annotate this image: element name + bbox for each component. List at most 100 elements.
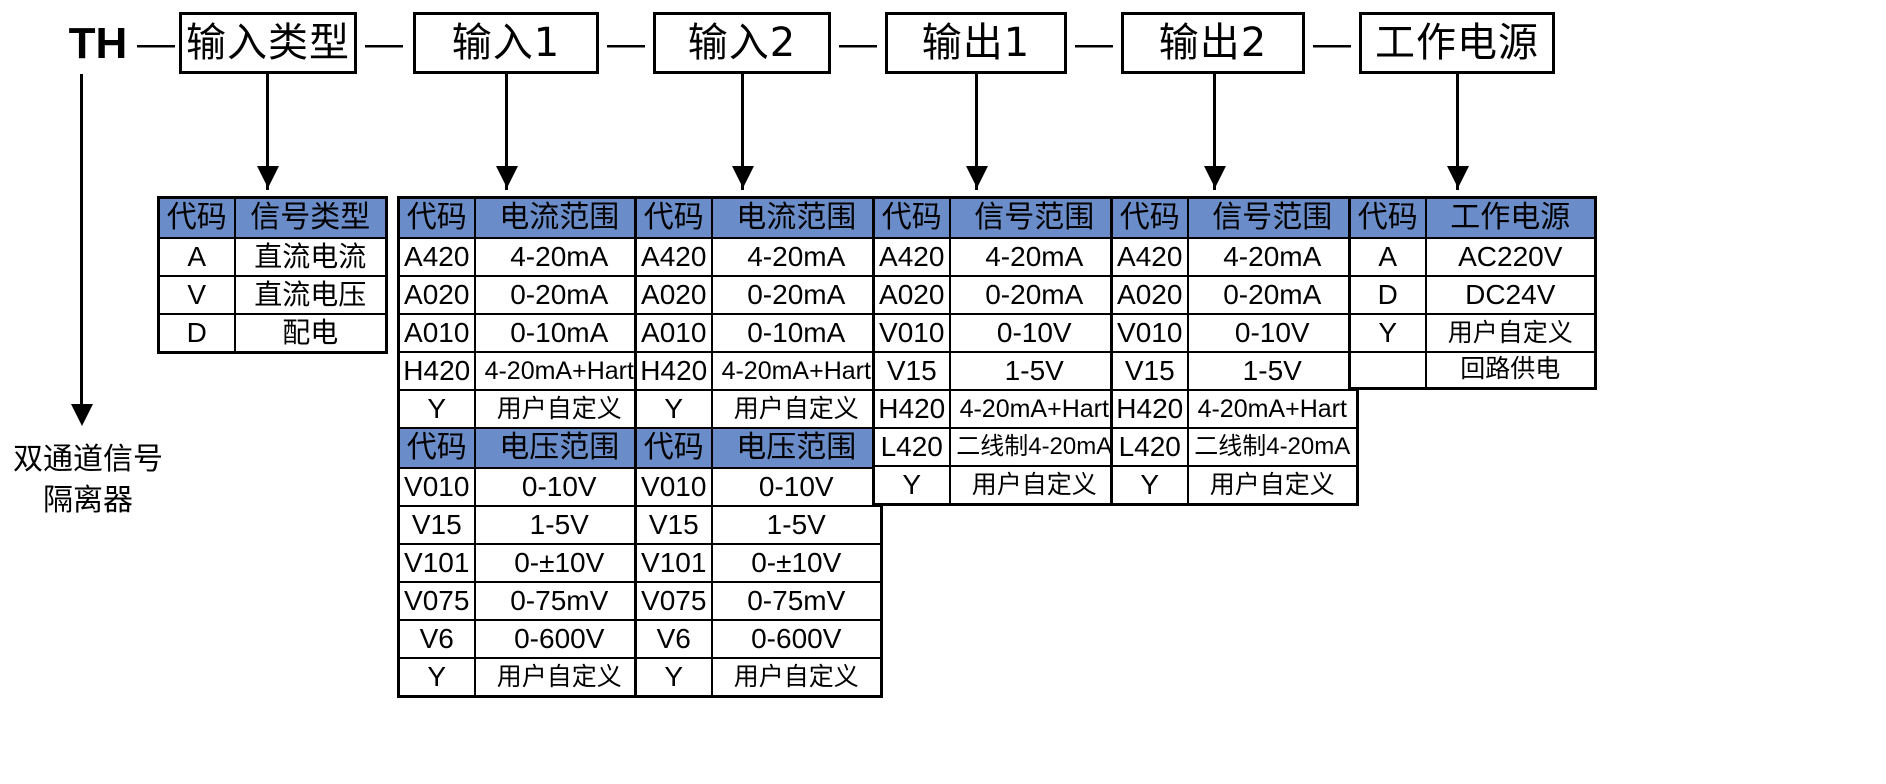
table-row: V010 0-10V: [634, 467, 883, 507]
cell-code: L420: [1110, 427, 1189, 467]
cell-code: A420: [1110, 237, 1189, 277]
cell-code: A: [1348, 237, 1427, 277]
separator-dash-1: —: [137, 23, 175, 65]
cell-code: V15: [872, 351, 951, 391]
cell-code: V6: [634, 619, 713, 659]
table-power-supply: 代码 工作电源 A AC220V D DC24V Y 用户自定义 回路供电: [1348, 196, 1597, 390]
cell-code: V010: [397, 467, 476, 507]
product-caption: 双通道信号 隔离器: [0, 440, 176, 521]
cell-value: 0-10mA: [710, 313, 883, 353]
column-header-value: 电流范围: [710, 196, 883, 239]
header-box-input-type[interactable]: 输入类型: [179, 12, 357, 74]
table-row: A020 0-20mA: [1110, 275, 1359, 315]
table-row: A010 0-10mA: [397, 313, 646, 353]
connector-line-output-2: [1213, 74, 1216, 190]
header-box-output-2[interactable]: 输出2: [1121, 12, 1305, 74]
table-header-row: 代码 电流范围: [397, 196, 646, 239]
column-header-value: 信号范围: [948, 196, 1121, 239]
table-row: A010 0-10mA: [634, 313, 883, 353]
cell-value: 4-20mA: [473, 237, 646, 277]
table-header-row: 代码 信号类型: [157, 196, 388, 239]
column-header-code: 代码: [397, 427, 476, 469]
table-row: A020 0-20mA: [634, 275, 883, 315]
cell-code: A010: [397, 313, 476, 353]
arrow-output-1: [966, 166, 988, 188]
table-row: A420 4-20mA: [397, 237, 646, 277]
table-row: V6 0-600V: [634, 619, 883, 659]
cell-value: 0-10V: [1186, 313, 1359, 353]
table-row: L420 二线制4-20mA: [872, 427, 1121, 467]
cell-value: 0-10V: [710, 467, 883, 507]
column-header-code: 代码: [634, 196, 713, 239]
table-row: V101 0-±10V: [634, 543, 883, 583]
table-row: V15 1-5V: [634, 505, 883, 545]
header-box-input-1[interactable]: 输入1: [413, 12, 599, 74]
table-row: V15 1-5V: [1110, 351, 1359, 391]
table-row: A020 0-20mA: [872, 275, 1121, 315]
table-header-row: 代码 信号范围: [872, 196, 1121, 239]
table-row: H420 4-20mA+Hart: [397, 351, 646, 391]
cell-value: 用户自定义: [948, 465, 1121, 506]
cell-code: A020: [1110, 275, 1189, 315]
cell-code: V15: [1110, 351, 1189, 391]
cell-code: A420: [872, 237, 951, 277]
cell-value: 0-20mA: [473, 275, 646, 315]
cell-value: 直流电流: [233, 237, 388, 277]
table-row: Y 用户自定义: [634, 389, 883, 429]
table-row: 回路供电: [1349, 351, 1597, 389]
table-row: A AC220V: [1348, 237, 1597, 277]
cell-value: 1-5V: [473, 505, 646, 545]
table-row: Y 用户自定义: [397, 389, 646, 429]
header-box-input-2[interactable]: 输入2: [653, 12, 831, 74]
cell-value: 直流电压: [233, 275, 388, 315]
cell-value: 0-10mA: [473, 313, 646, 353]
cell-value: 0-20mA: [710, 275, 883, 315]
separator-dash-2: —: [365, 23, 403, 65]
cell-value: 用户自定义: [710, 389, 883, 429]
table-row: V010 0-10V: [1110, 313, 1359, 353]
cell-code: A420: [397, 237, 476, 277]
table-input-2: 代码 电流范围 A420 4-20mA A020 0-20mA A010 0-1…: [634, 196, 883, 698]
cell-value: 4-20mA: [710, 237, 883, 277]
connector-line-input-1: [505, 74, 508, 190]
separator-dash-4: —: [839, 23, 877, 65]
cell-code: V010: [634, 467, 713, 507]
column-header-value: 电压范围: [473, 427, 646, 469]
header-box-power-supply[interactable]: 工作电源: [1359, 12, 1555, 74]
cell-value: 用户自定义: [1424, 313, 1597, 353]
cell-value: 二线制4-20mA: [948, 427, 1121, 467]
column-header-code: 代码: [634, 427, 713, 469]
table-output-1: 代码 信号范围 A420 4-20mA A020 0-20mA V010 0-1…: [872, 196, 1121, 506]
cell-value: 0-10V: [948, 313, 1121, 353]
table-row: V075 0-75mV: [397, 581, 646, 621]
column-header-value: 信号类型: [233, 196, 388, 239]
table-row: L420 二线制4-20mA: [1110, 427, 1359, 467]
cell-code: H420: [1110, 389, 1189, 429]
separator-dash-5: —: [1075, 23, 1113, 65]
table-row: A420 4-20mA: [1110, 237, 1359, 277]
cell-code: V101: [634, 543, 713, 583]
column-header-code: 代码: [1348, 196, 1427, 239]
cell-value: 配电: [233, 313, 388, 354]
cell-value: 4-20mA: [948, 237, 1121, 277]
cell-code: D: [157, 313, 236, 354]
cell-value: AC220V: [1424, 237, 1597, 277]
cell-value: 0-75mV: [473, 581, 646, 621]
column-header-value: 电压范围: [710, 427, 883, 469]
column-header-code: 代码: [1110, 196, 1189, 239]
header-box-output-1[interactable]: 输出1: [885, 12, 1067, 74]
cell-code: V6: [397, 619, 476, 659]
model-prefix: TH: [68, 19, 128, 68]
table-row: H420 4-20mA+Hart: [634, 351, 883, 391]
table-row: V 直流电压: [157, 275, 388, 315]
column-header-code: 代码: [397, 196, 476, 239]
cell-value: DC24V: [1424, 275, 1597, 315]
arrow-input-1: [496, 166, 518, 188]
table-row: V101 0-±10V: [397, 543, 646, 583]
table-row: A 直流电流: [157, 237, 388, 277]
cell-value: 1-5V: [710, 505, 883, 545]
arrow-power-supply: [1447, 166, 1469, 188]
cell-code-empty: [1349, 351, 1427, 388]
table-row: V15 1-5V: [397, 505, 646, 545]
table-row: Y 用户自定义: [1348, 313, 1597, 353]
